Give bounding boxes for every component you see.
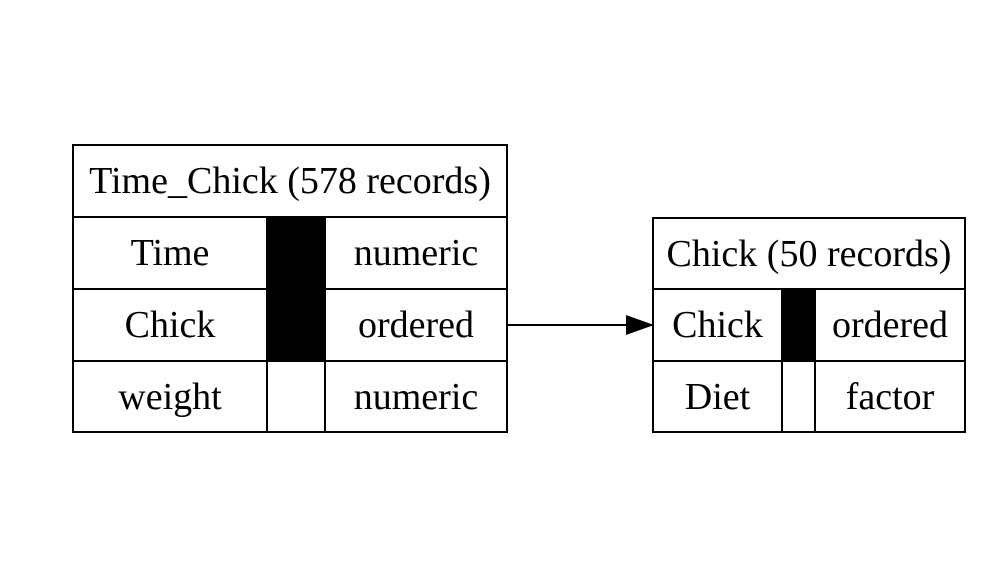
arrowhead-icon — [626, 315, 654, 335]
field-name-cell: Diet — [654, 362, 781, 431]
key-indicator-cell — [268, 290, 324, 360]
field-name-cell: Chick — [74, 290, 266, 360]
entity-table-time-chick: Time_Chick (578 records) Time numeric Ch… — [72, 144, 508, 433]
key-indicator-cell — [268, 218, 324, 288]
field-name-cell: Chick — [654, 290, 781, 360]
entity-title: Chick (50 records) — [654, 219, 964, 288]
field-type-cell: factor — [816, 362, 964, 431]
key-indicator-cell — [783, 362, 814, 431]
field-type-cell: ordered — [816, 290, 964, 360]
relation-arrow — [508, 315, 654, 335]
field-type-cell: ordered — [326, 290, 506, 360]
field-type-cell: numeric — [326, 362, 506, 431]
key-indicator-cell — [268, 362, 324, 431]
field-name-cell: Time — [74, 218, 266, 288]
field-name-cell: weight — [74, 362, 266, 431]
entity-table-chick: Chick (50 records) Chick ordered Diet fa… — [652, 217, 966, 433]
key-indicator-cell — [783, 290, 814, 360]
field-type-cell: numeric — [326, 218, 506, 288]
entity-title: Time_Chick (578 records) — [74, 146, 506, 216]
